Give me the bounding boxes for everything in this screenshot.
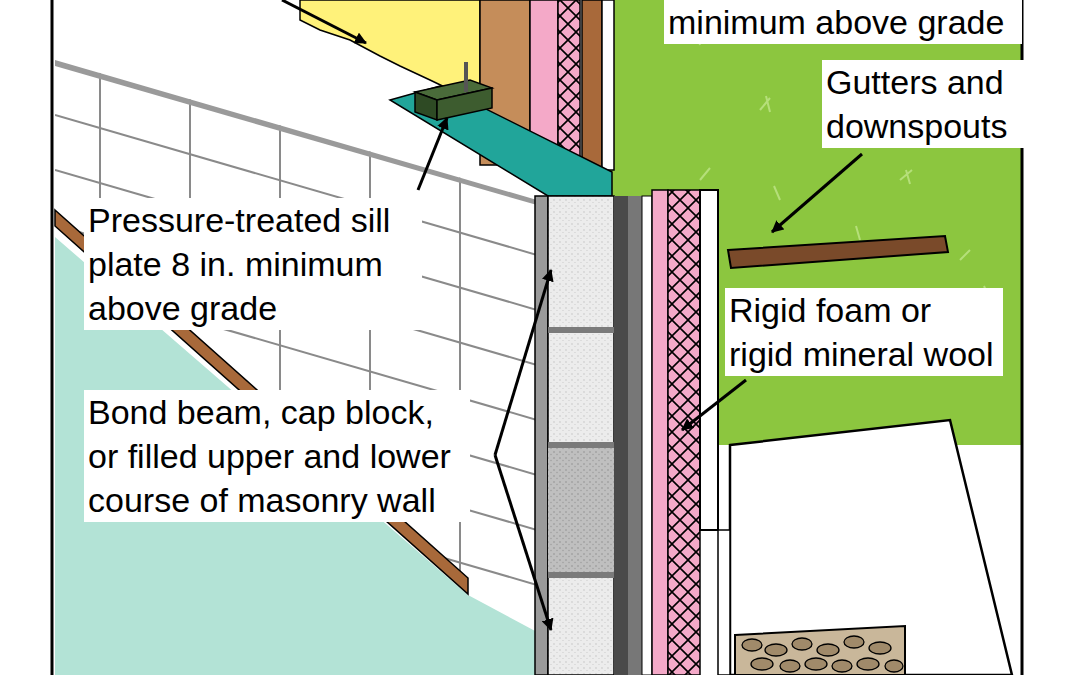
callout-label: minimum above grade bbox=[664, 0, 1022, 44]
callout-label: Bond beam, cap block, or filled upper an… bbox=[84, 390, 470, 522]
callout-label: Gutters and downspouts bbox=[822, 60, 1030, 148]
callout-label: Pressure-treated sill plate 8 in. minimu… bbox=[84, 198, 422, 330]
callout-label: Rigid foam or rigid mineral wool bbox=[725, 288, 1003, 376]
